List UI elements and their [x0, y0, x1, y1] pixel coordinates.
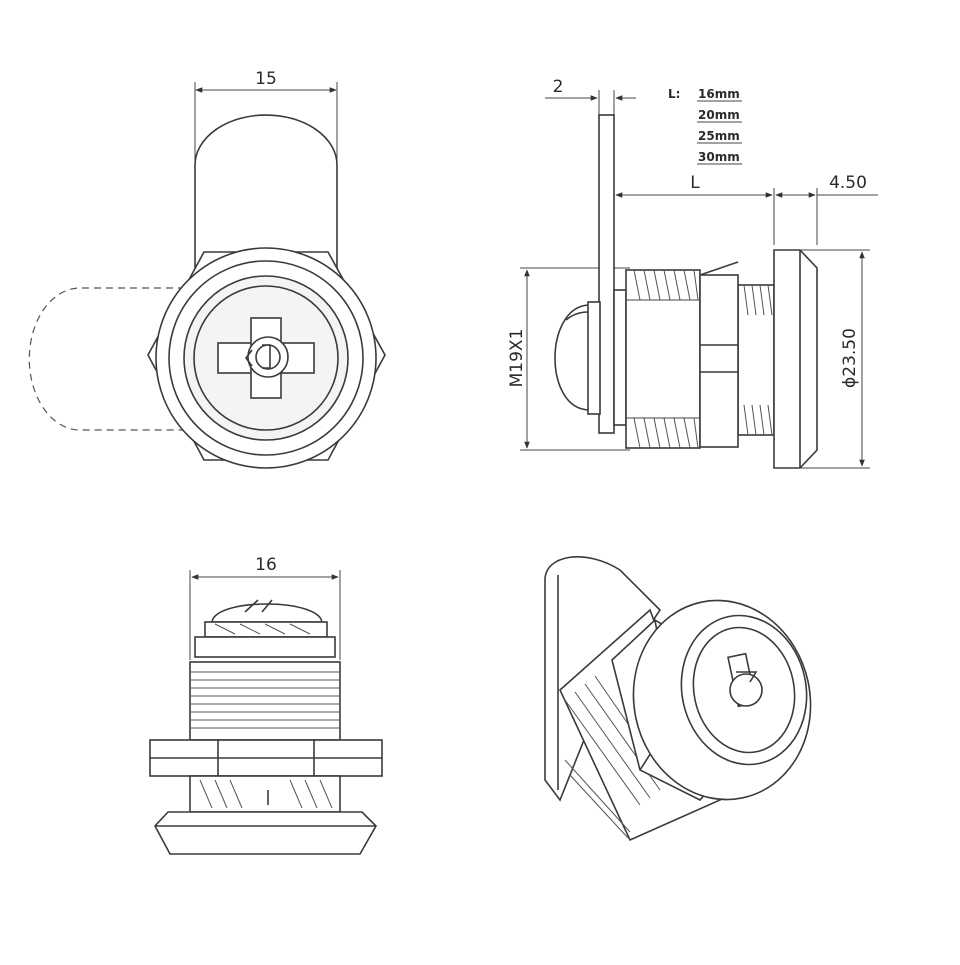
thread-lines-bottom	[190, 671, 340, 729]
dim-length-L: L	[690, 173, 700, 193]
bezel-bottom	[154, 811, 377, 855]
dim-bezel-thickness: 4.50	[829, 173, 867, 193]
keyway-icon	[217, 317, 315, 399]
plate-bottom	[194, 636, 336, 658]
dim-body-width: 16	[255, 555, 277, 575]
bottom-view: 16	[149, 555, 383, 855]
thread-marks-iso	[564, 675, 669, 839]
length-option-20: 20mm	[698, 108, 740, 122]
length-option-25: 25mm	[698, 129, 740, 143]
dim-thread-spec: M19X1	[507, 329, 527, 388]
screw-head-bottom	[211, 603, 323, 623]
cam-tongue-up	[194, 114, 338, 271]
side-view: 2 L: 16mm 20mm 25mm 30mm L 4.50 M19X1 ϕ	[507, 77, 878, 469]
keyway-iso-icon	[727, 652, 763, 708]
isometric-view	[544, 556, 812, 842]
cam-plate	[598, 114, 615, 434]
hex-nut-side	[699, 274, 739, 448]
length-options-list: 16mm 20mm 25mm 30mm	[697, 87, 742, 165]
cam-tongue-alt-dashed	[28, 287, 185, 431]
dim-plate-thickness: 2	[553, 77, 564, 97]
bezel-side	[773, 249, 818, 469]
length-option-30: 30mm	[698, 150, 740, 164]
dim-front-width: 15	[255, 69, 277, 89]
thread-marks-side	[626, 269, 773, 449]
threaded-body-bottom	[189, 661, 341, 741]
length-prefix: L:	[668, 87, 680, 101]
dome-screw-side	[554, 304, 591, 411]
front-view: 15	[28, 69, 386, 469]
dim-bezel-diameter: ϕ23.50	[840, 328, 860, 388]
length-option-16: 16mm	[698, 87, 740, 101]
